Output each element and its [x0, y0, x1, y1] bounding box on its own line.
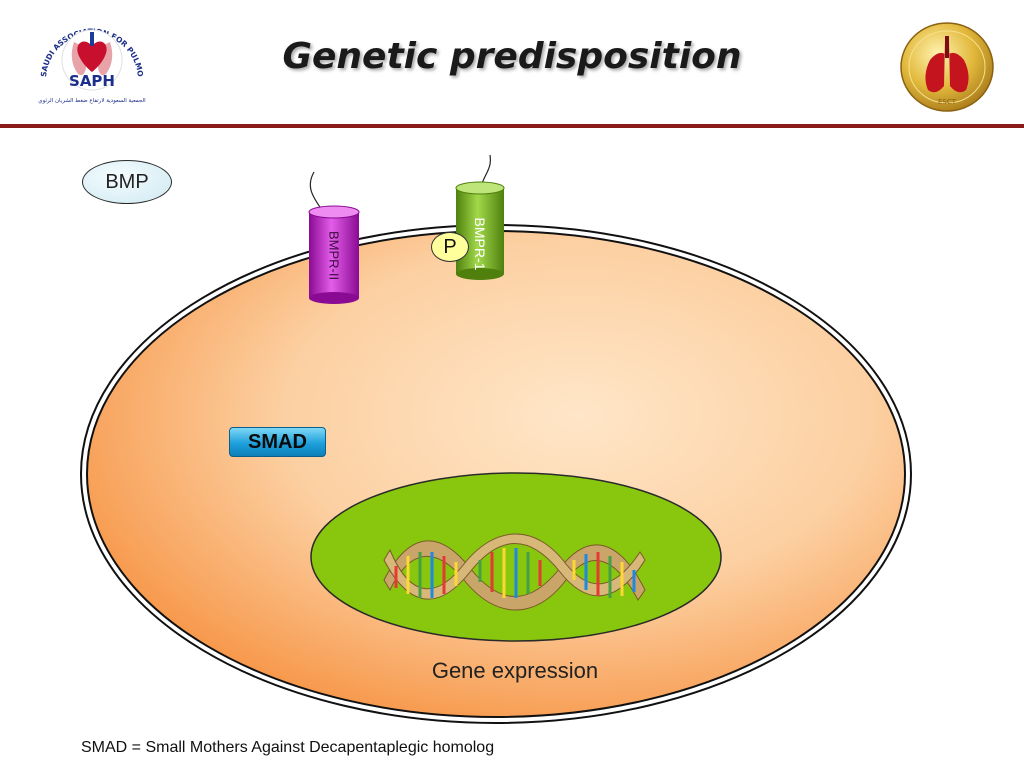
title-divider [0, 124, 1024, 128]
bmpr1-receptor [455, 154, 505, 280]
dna-helix-icon [383, 533, 646, 611]
saph-acronym: SAPH [69, 72, 115, 90]
phosphate-label: P [443, 235, 457, 258]
bmpr2-label: BMPR-II [326, 230, 342, 281]
saph-arabic-text: الجمعية السعودية لارتفاع ضغط الشريان الر… [38, 98, 146, 104]
smad-box: SMAD [229, 427, 326, 457]
bmpr1-label: BMPR-1 [472, 217, 488, 271]
smad-label: SMAD [248, 430, 307, 453]
saph-logo: SAUDI ASSOCIATION FOR PULMONARY HYPERTEN… [28, 8, 146, 104]
bmp-label: BMP [105, 170, 149, 193]
esct-logo: ESCT [900, 22, 994, 112]
footnote: SMAD = Small Mothers Against Decapentapl… [81, 739, 495, 756]
gene-expression-label: Gene expression [431, 658, 599, 683]
bmpr2-receptor [308, 171, 360, 304]
esct-text: ESCT [938, 98, 957, 106]
bmp-ligand: BMP [82, 160, 172, 204]
phosphate-marker: P [431, 232, 469, 262]
slide-title: Genetic predisposition [282, 36, 742, 77]
cell-diagram [80, 154, 912, 724]
